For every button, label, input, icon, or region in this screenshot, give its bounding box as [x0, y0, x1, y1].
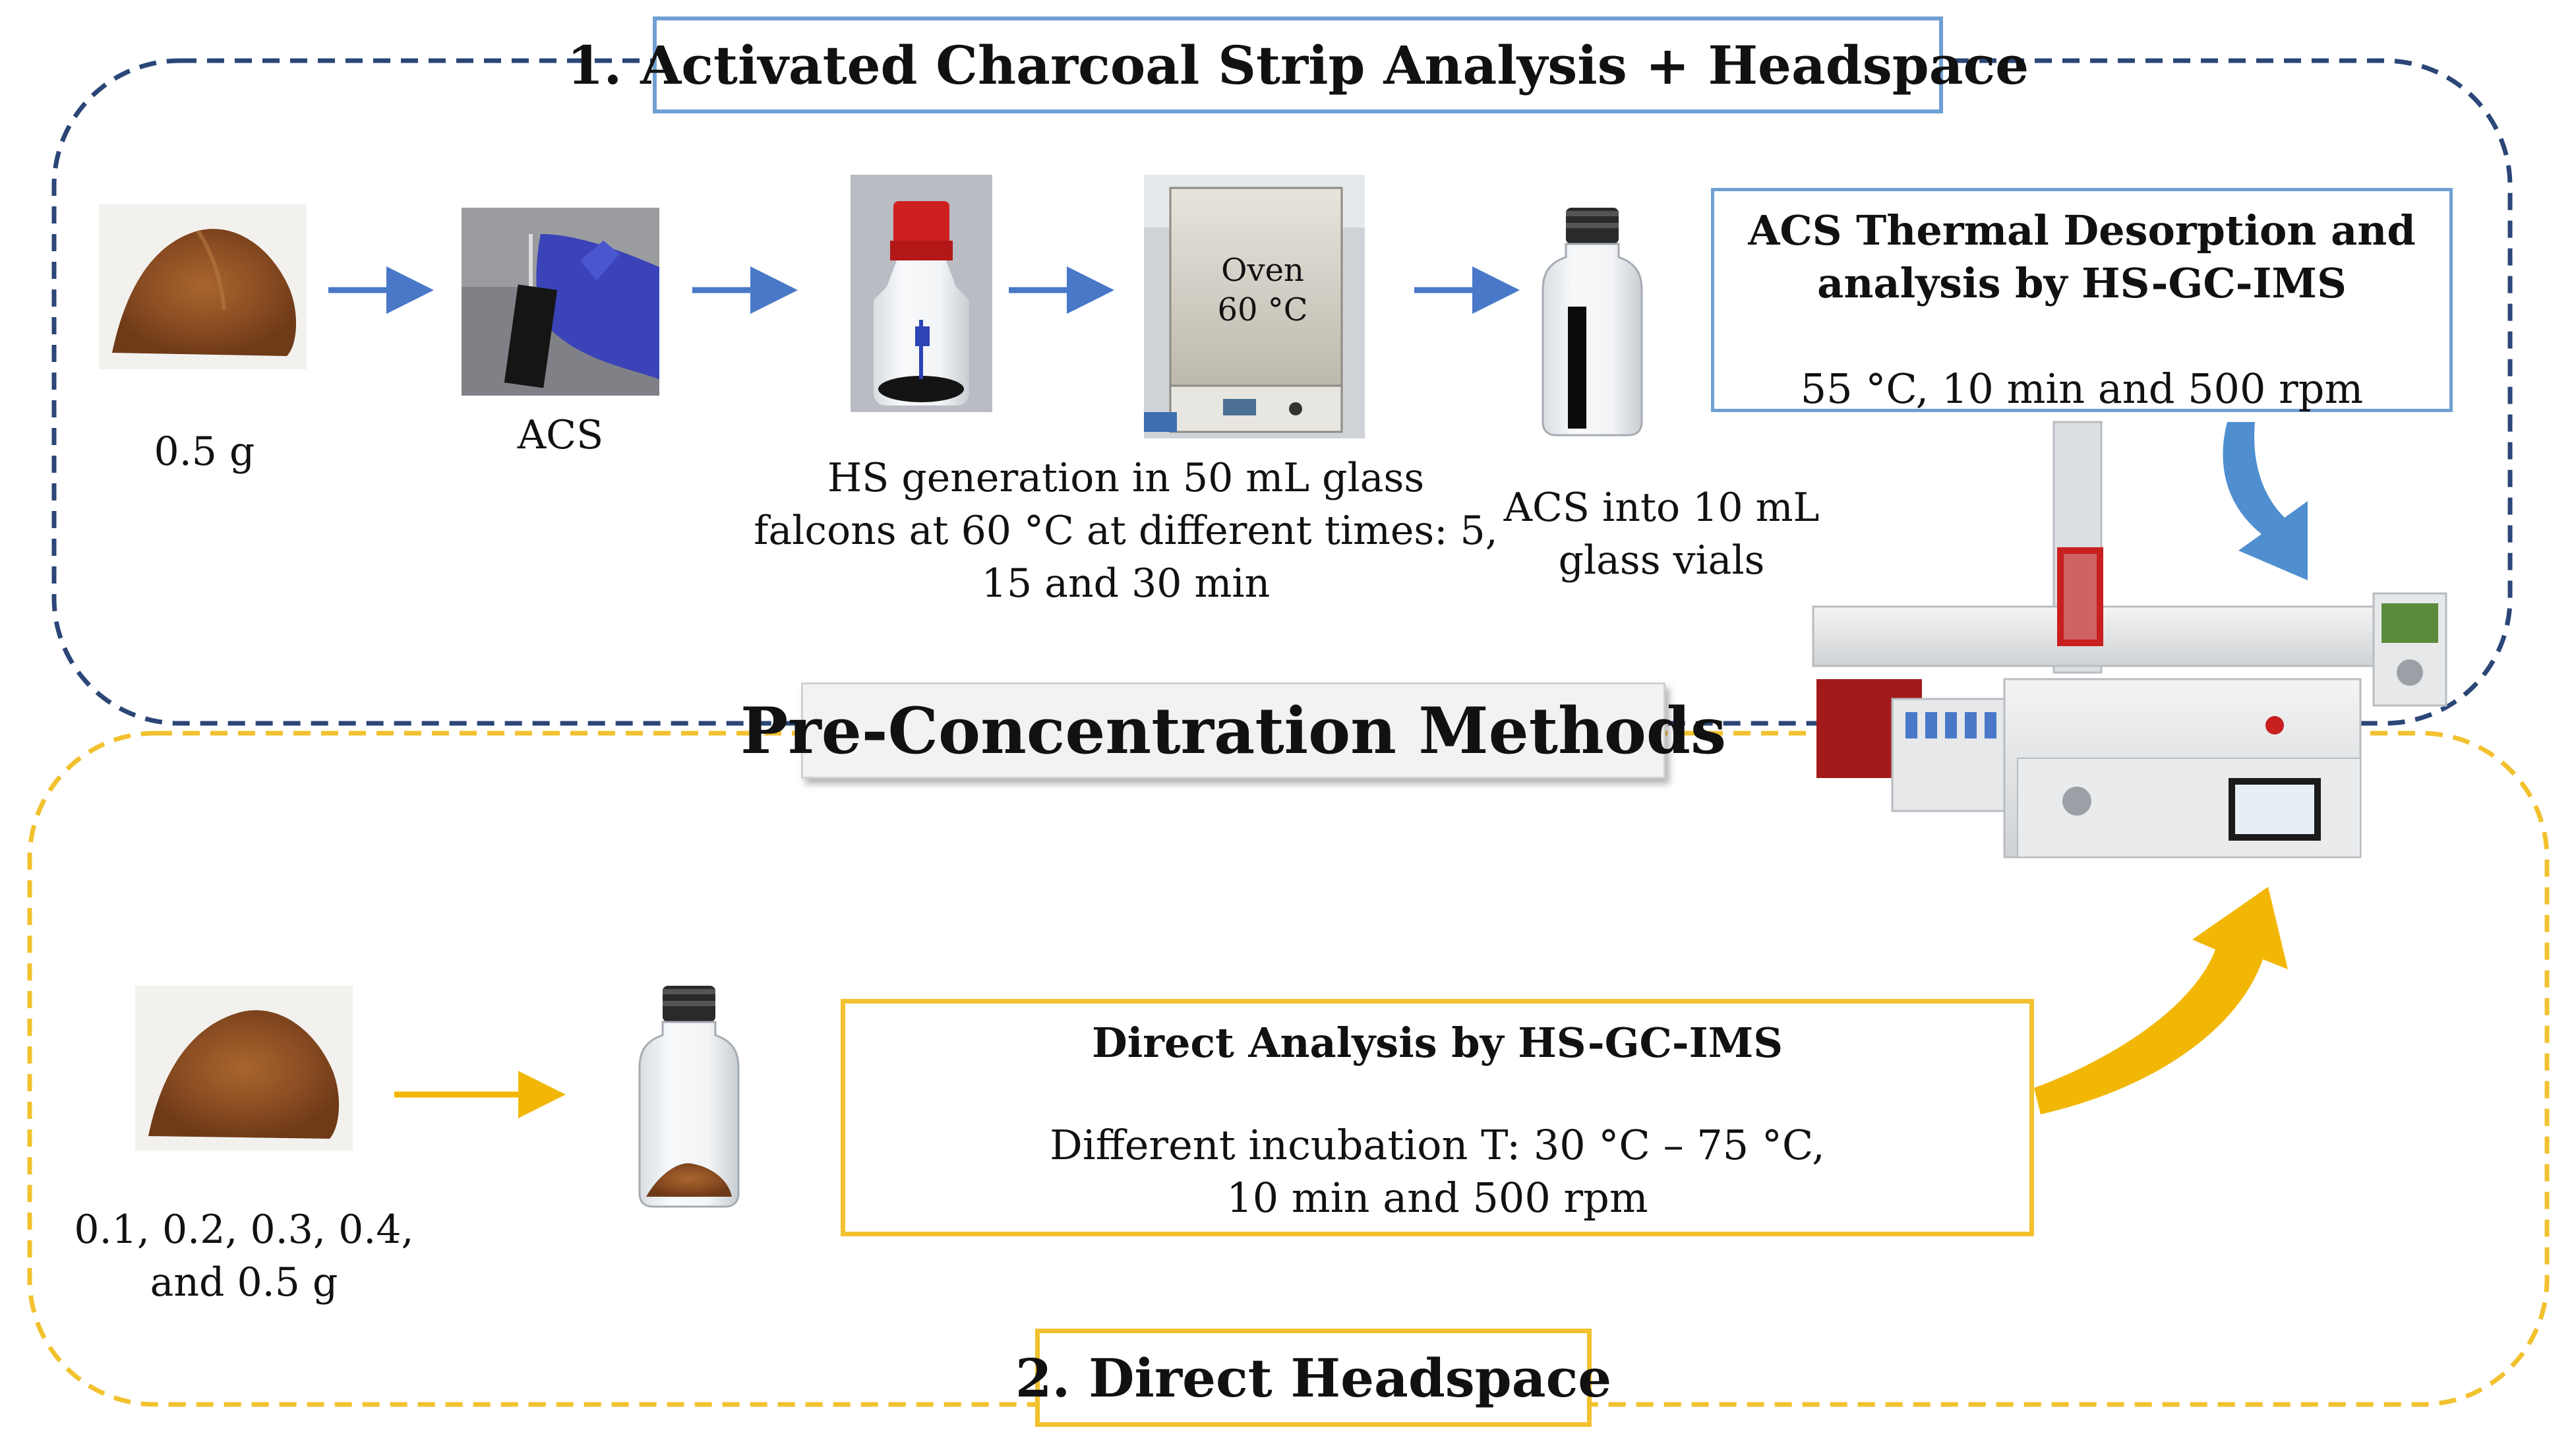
- desorption-title-line1: ACS Thermal Desorption and: [1748, 206, 2416, 255]
- section1-title-text: 1. Activated Charcoal Strip Analysis + H…: [566, 34, 2029, 96]
- powder-sample-image-2: [135, 986, 353, 1151]
- desorption-conditions: 55 °C, 10 min and 500 rpm: [1800, 365, 2364, 413]
- vial-with-powder-image: [638, 986, 740, 1208]
- vials-label: ACS into 10 mL glass vials: [1490, 481, 1833, 587]
- section2-sample-line1: 0.1, 0.2, 0.3, 0.4,: [74, 1207, 414, 1253]
- section2-title-text: 2. Direct Headspace: [1015, 1346, 1612, 1409]
- acs-strip-image: [462, 208, 659, 396]
- hs-gc-ims-instrument-image: [1812, 421, 2447, 858]
- section2-sample-label: 0.1, 0.2, 0.3, 0.4, and 0.5 g: [66, 1203, 422, 1309]
- direct-analysis-line1: Different incubation T: 30 °C – 75 °C,: [1050, 1121, 1825, 1169]
- center-title-text: Pre-Concentration Methods: [740, 693, 1727, 768]
- sample-mass-label: 0.5 g: [154, 429, 255, 475]
- desorption-box: ACS Thermal Desorption and analysis by H…: [1711, 188, 2453, 413]
- vials-line2: glass vials: [1558, 537, 1765, 584]
- hs-generation-line2: falcons at 60 °C at different times: 5,: [754, 508, 1498, 554]
- section2-title: 2. Direct Headspace: [1015, 1329, 1611, 1427]
- direct-analysis-box: Direct Analysis by HS-GC-IMS Different i…: [841, 999, 2034, 1236]
- direct-analysis-title: Direct Analysis by HS-GC-IMS: [1091, 1019, 1783, 1067]
- direct-analysis-line2: 10 min and 500 rpm: [1226, 1174, 1648, 1222]
- oven-image: [1144, 175, 1365, 438]
- desorption-title-line2: analysis by HS-GC-IMS: [1817, 259, 2347, 307]
- hs-generation-line1: HS generation in 50 mL glass: [827, 455, 1425, 501]
- big-blue-arrow: [2223, 422, 2308, 580]
- oven-temp-line2: 60 °C: [1217, 291, 1308, 328]
- hs-generation-line3: 15 and 30 min: [981, 560, 1271, 607]
- acs-label: ACS: [517, 412, 604, 458]
- section1-title: 1. Activated Charcoal Strip Analysis + H…: [567, 16, 2029, 113]
- section2-sample-line2: and 0.5 g: [150, 1259, 338, 1306]
- powder-sample-image: [99, 204, 307, 369]
- glass-falcon-image: [851, 175, 992, 412]
- vial-with-strip-image: [1542, 208, 1643, 436]
- oven-temp-line1: Oven: [1221, 252, 1304, 289]
- vials-line1: ACS into 10 mL: [1503, 485, 1820, 531]
- big-yellow-arrow: [2034, 887, 2288, 1114]
- center-title: Pre-Concentration Methods: [740, 682, 1726, 779]
- hs-generation-label: HS generation in 50 mL glass falcons at …: [752, 452, 1500, 610]
